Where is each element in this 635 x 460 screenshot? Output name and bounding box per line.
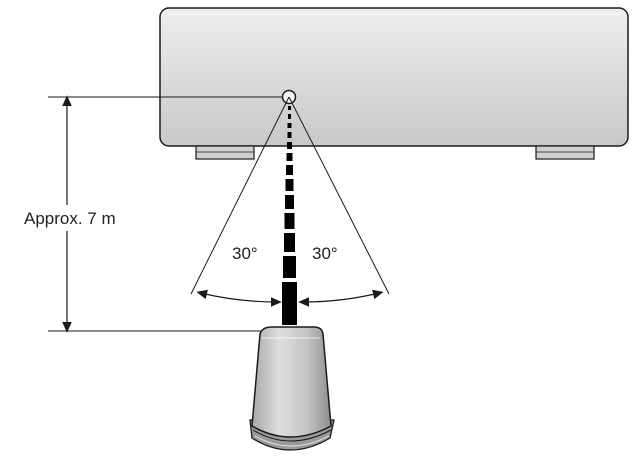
ir-beam <box>282 106 297 325</box>
angle-line-right <box>288 96 390 295</box>
av-unit <box>159 7 629 160</box>
unit-foot-left <box>195 145 255 160</box>
unit-body <box>159 7 629 147</box>
remote-control-icon <box>249 326 335 451</box>
angle-label-left: 30° <box>232 244 258 263</box>
angle-line-left <box>190 96 290 295</box>
distance-label: Approx. 7 m <box>24 209 116 228</box>
angle-arc-left <box>196 289 282 307</box>
distance-label-bg <box>20 205 142 231</box>
angle-label-right: 30° <box>312 244 338 263</box>
angle-arc-right <box>298 289 384 307</box>
unit-foot-right <box>535 145 595 160</box>
